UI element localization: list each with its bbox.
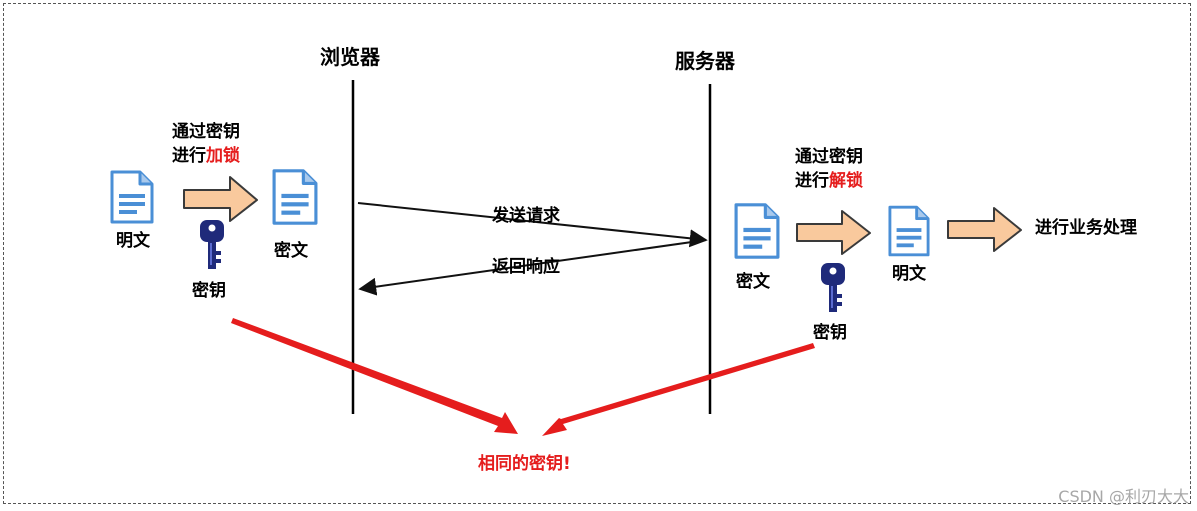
business-processing-label: 进行业务处理 — [1035, 218, 1137, 238]
encrypt-action-text: 加锁 — [206, 146, 240, 166]
server-label: 服务器 — [675, 49, 735, 73]
ciphertext-doc-icon-right — [734, 203, 780, 259]
decrypt-arrow-icon — [796, 210, 871, 255]
encrypt-step-line2: 进行加锁 — [172, 146, 240, 166]
response-arrow — [358, 239, 707, 296]
key-icon-right — [821, 263, 845, 312]
same-key-conclusion: 相同的密钥! — [478, 454, 571, 474]
diagram-frame — [3, 3, 1191, 504]
plaintext-doc-icon-right — [888, 205, 930, 257]
decrypt-action-text: 解锁 — [829, 171, 863, 191]
plaintext-label-right: 明文 — [892, 264, 926, 284]
ciphertext-label-left: 密文 — [274, 241, 308, 261]
same-key-arrow-right — [542, 343, 815, 436]
decrypt-step-line2: 进行解锁 — [795, 171, 863, 191]
business-arrow-icon — [947, 207, 1022, 252]
ciphertext-label-right: 密文 — [736, 272, 770, 292]
encrypt-step-line1: 通过密钥 — [172, 122, 240, 142]
plaintext-doc-icon-left — [110, 170, 154, 224]
browser-label: 浏览器 — [320, 45, 380, 69]
request-arrow — [357, 202, 708, 248]
same-key-arrow-left — [231, 318, 518, 434]
plaintext-label-left: 明文 — [116, 231, 150, 251]
encrypt-arrow-icon — [183, 176, 258, 222]
key-label-right: 密钥 — [813, 323, 847, 343]
key-icon-left — [200, 220, 224, 269]
decrypt-step-line1: 通过密钥 — [795, 147, 863, 167]
response-label: 返回响应 — [492, 257, 560, 277]
key-label-left: 密钥 — [192, 281, 226, 301]
request-label: 发送请求 — [492, 206, 560, 226]
watermark: CSDN @利刃大大 — [1058, 487, 1189, 506]
ciphertext-doc-icon-left — [272, 169, 318, 225]
